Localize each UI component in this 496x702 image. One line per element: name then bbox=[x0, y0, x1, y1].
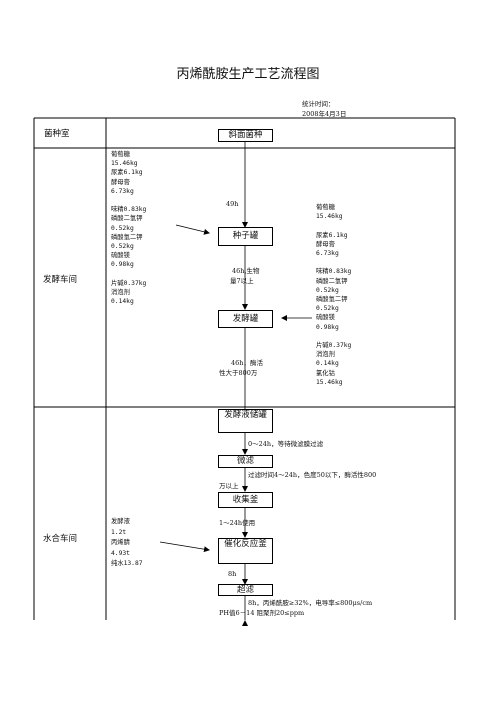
note-micro-to-collect-2: 万以上 bbox=[219, 482, 239, 490]
ingredients-fermenter-right: 葡萄糖 15.46kg 尿素6.1kg 酵母膏 6.73kg 味精0.83kg … bbox=[316, 204, 352, 386]
arrow-tail-head bbox=[242, 620, 248, 626]
note-seed-to-ferm-1: 46h,生物 bbox=[232, 267, 260, 275]
box-ultrafiltration: 超滤 bbox=[218, 584, 273, 596]
stats-date: 2008年4月3日 bbox=[302, 110, 347, 118]
arrow-left-feed-cat bbox=[159, 541, 210, 553]
note-storage-to-micro: 0～24h，等待微滤膜过滤 bbox=[248, 440, 324, 448]
flow-lines bbox=[159, 142, 312, 620]
box-catalysis-reactor: 催化反应釜 bbox=[218, 538, 273, 564]
ingredients-seed-left: 葡萄糖 15.46kg 尿素6.1kg 酵母膏 6.73kg 味精0.83kg … bbox=[111, 151, 147, 306]
section-strain-room: 菌种室 bbox=[44, 129, 70, 139]
note-ultra-out-2: PH值6－14 阻聚剂20≤ppm bbox=[219, 609, 305, 617]
note-micro-to-collect-1: 过滤时间4～24h，色度50以下，酶活性800 bbox=[248, 471, 377, 479]
note-ferm-out-1: 46h，酶活 bbox=[231, 359, 263, 367]
note-collect-to-cat: 1～24h使用 bbox=[219, 519, 256, 527]
ingredients-hydration-left: 发酵液 1.2t 丙烯腈 4.93t 纯水13.87 bbox=[111, 518, 143, 567]
box-broth-storage: 发酵液储罐 bbox=[218, 409, 273, 433]
box-fermenter: 发酵罐 bbox=[218, 310, 273, 328]
table-grid bbox=[33, 117, 456, 620]
section-hydration: 水合车间 bbox=[43, 534, 78, 544]
section-fermentation: 发酵车间 bbox=[43, 275, 78, 285]
note-ultra-out-1: 8h，丙烯酰胺≥32%，电导率≤800μs/cm bbox=[248, 599, 373, 607]
note-seed-to-ferm-2: 量7以上 bbox=[230, 277, 254, 285]
note-cat-to-ultra: 8h bbox=[228, 570, 237, 578]
box-microfiltration: 微滤 bbox=[218, 455, 273, 468]
box-collection-kettle: 收集釜 bbox=[218, 492, 273, 508]
box-slant-strain: 斜面菌种 bbox=[218, 129, 273, 142]
page-title: 丙烯酰胺生产工艺流程图 bbox=[176, 67, 320, 82]
note-slant-to-seed: 49h bbox=[226, 200, 239, 208]
arrow-left-feed-seed bbox=[175, 224, 210, 235]
box-seed-tank: 种子罐 bbox=[218, 227, 273, 246]
note-ferm-out-2: 性大于800万 bbox=[219, 369, 258, 377]
stats-label: 统计时间： bbox=[302, 100, 335, 108]
